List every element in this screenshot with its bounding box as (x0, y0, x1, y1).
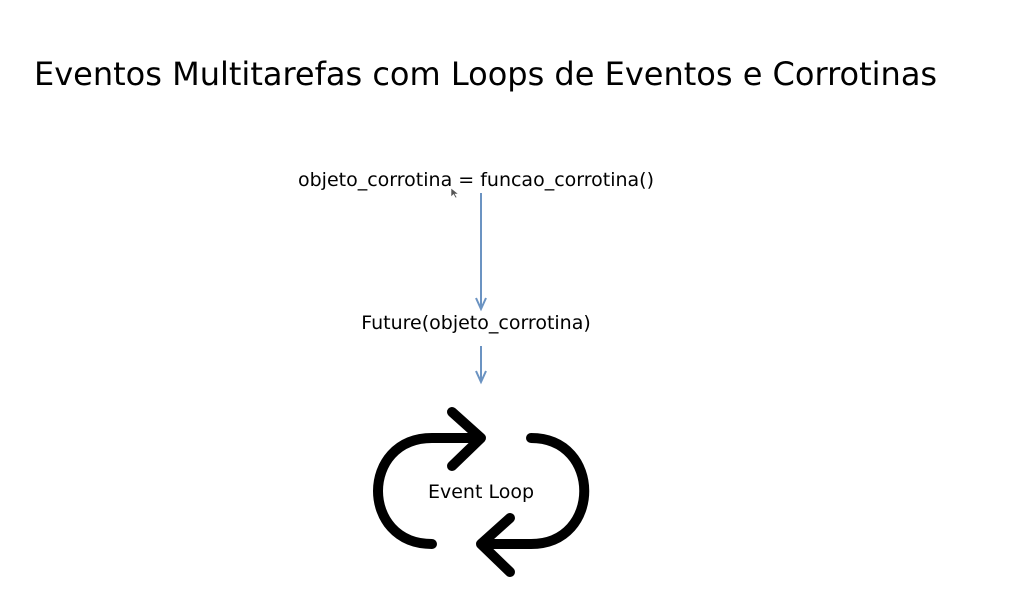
coroutine-object-node: objeto_corrotina = funcao_corrotina() (298, 169, 654, 191)
future-node: Future(objeto_corrotina) (361, 312, 591, 334)
mouse-pointer-icon (450, 187, 460, 199)
connector-arrow-2 (475, 346, 487, 385)
event-loop-label: Event Loop (427, 481, 535, 503)
connector-arrow-1 (475, 193, 487, 312)
page-title: Eventos Multitarefas com Loops de Evento… (34, 55, 938, 93)
